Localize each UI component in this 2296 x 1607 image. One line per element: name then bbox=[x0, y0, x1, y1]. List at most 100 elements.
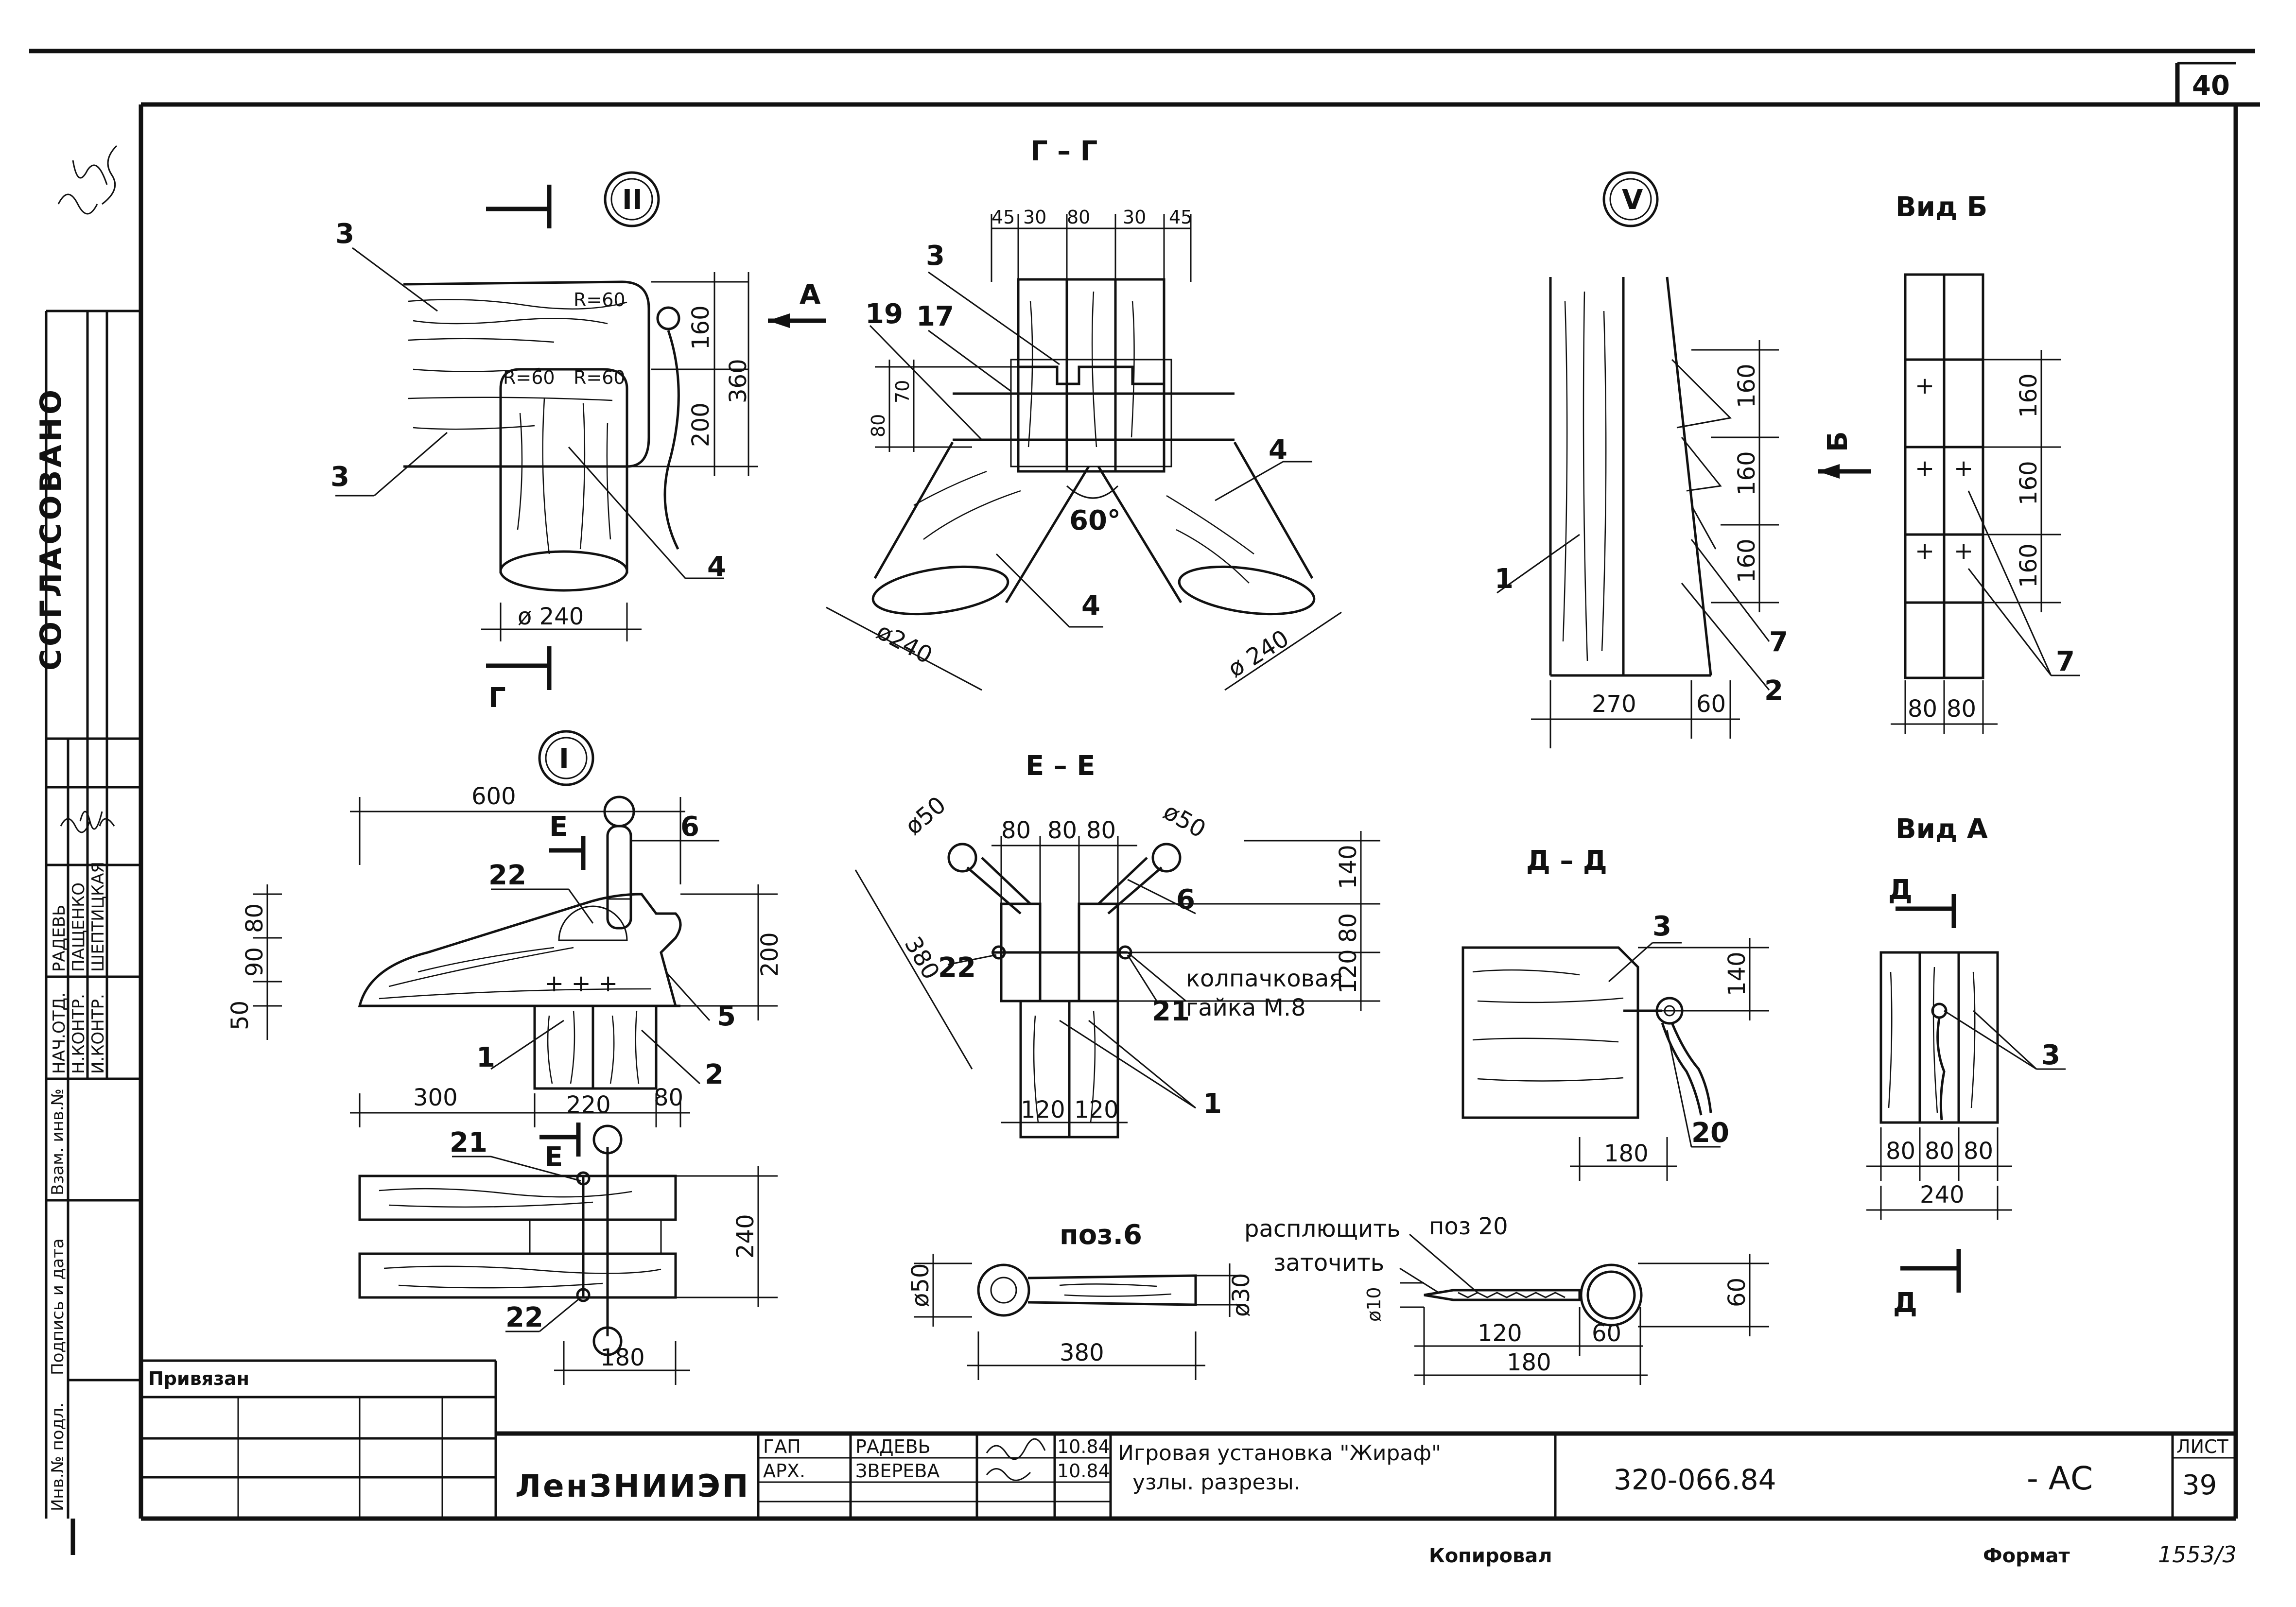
svg-text:+: + bbox=[1954, 537, 1973, 565]
dim-180: 180 bbox=[1604, 1140, 1649, 1167]
stamp-name-2: ПАЩЕНКО bbox=[69, 882, 88, 972]
pos-6-title: поз.6 bbox=[1060, 1219, 1142, 1251]
view-a-title: Вид А bbox=[1896, 813, 1988, 845]
strip-replaced-inv: Взам. инв.№ bbox=[48, 1089, 68, 1195]
node-5-view: V 160 160 160 270 60 Б 1 2 7 bbox=[1495, 171, 1871, 748]
dim-80-a: 80 bbox=[1886, 1138, 1915, 1165]
section-dd-view: Д – Д 140 180 3 20 bbox=[1461, 845, 1769, 1181]
dim-dia-50-a: ø50 bbox=[900, 791, 951, 840]
strip-signature-date: Подпись и дата bbox=[48, 1238, 68, 1375]
pos-1: 1 bbox=[476, 1042, 495, 1073]
dim-90-v: 90 bbox=[241, 947, 268, 977]
node-2-view: II Г R=60 R=60 R=60 160 360 200 ø 240 bbox=[330, 171, 826, 714]
node-1-mark: I bbox=[559, 743, 569, 775]
dim-200-v: 200 bbox=[756, 932, 783, 977]
svg-text:+: + bbox=[1954, 455, 1973, 482]
dim-80-a: 80 bbox=[1001, 817, 1031, 844]
strip-inv-no: Инв.№ подл. bbox=[48, 1402, 68, 1511]
arrow-e-label: Е bbox=[549, 811, 568, 843]
pos-3-a: 3 bbox=[335, 218, 354, 250]
pos-20: 20 bbox=[1691, 1117, 1729, 1149]
dim-80-v: 80 bbox=[241, 903, 268, 933]
dim-180: 180 bbox=[1507, 1349, 1551, 1376]
arrow-b-label: Б bbox=[1822, 431, 1854, 452]
pos-17: 17 bbox=[916, 301, 954, 332]
pos-6: 6 bbox=[1176, 884, 1195, 916]
view-b: Вид Б + + + + + 160 160 160 80 80 7 bbox=[1891, 191, 2080, 734]
dim-30-a: 30 bbox=[1023, 207, 1046, 228]
svg-text:+: + bbox=[1915, 455, 1934, 482]
sheet-frame: 40 bbox=[29, 49, 2260, 1521]
dim-dia-240-b: ø 240 bbox=[1223, 624, 1294, 683]
dim-160-a: 160 bbox=[1733, 363, 1760, 408]
dim-120-v: 120 bbox=[1335, 949, 1362, 994]
pos-5: 5 bbox=[717, 1001, 736, 1032]
dim-160: 160 bbox=[687, 305, 714, 350]
angle-60: 60° bbox=[1069, 505, 1121, 536]
section-dd-title: Д – Д bbox=[1526, 845, 1607, 877]
sig-name-2: ЗВЕРЕВА bbox=[855, 1460, 939, 1482]
pos-4-a: 4 bbox=[1081, 590, 1100, 622]
dim-220: 220 bbox=[566, 1091, 611, 1119]
dim-dia-30: ø30 bbox=[1228, 1273, 1255, 1317]
section-gg-view: Г – Г 60° 45 30 80 30 45 80 bbox=[826, 136, 1342, 691]
dim-360: 360 bbox=[725, 359, 752, 403]
stamp-name-1: РАДЕВЬ bbox=[50, 905, 69, 972]
arrow-a-label: А bbox=[800, 279, 821, 311]
dim-270: 270 bbox=[1592, 691, 1636, 718]
signatures bbox=[986, 1438, 1046, 1481]
dim-140: 140 bbox=[1335, 845, 1362, 889]
title-block: Привязан ЛенЗНИИЭП ГАП РАДЕВЬ 10.84 АРХ.… bbox=[70, 1359, 2237, 1568]
node-1-view: I 600 + + + Е 80 90 50 200 bbox=[226, 730, 783, 1127]
dim-dia-240-a: ø240 bbox=[872, 618, 937, 669]
pos-21: 21 bbox=[450, 1127, 487, 1158]
drawing-title-1: Игровая установка "Жираф" bbox=[1118, 1441, 1441, 1466]
document-suffix: - АС bbox=[2027, 1460, 2093, 1497]
dim-120-b: 120 bbox=[1074, 1096, 1119, 1123]
dim-160-c: 160 bbox=[1733, 538, 1760, 583]
stamp-name-3: ШЕПТИЦКАЯ bbox=[88, 862, 108, 972]
dim-140: 140 bbox=[1723, 951, 1751, 996]
sig-role-1: ГАП bbox=[763, 1436, 801, 1457]
section-ee-title: Е – Е bbox=[1026, 750, 1096, 782]
node-2-mark: II bbox=[622, 184, 643, 216]
view-b-title: Вид Б bbox=[1896, 191, 1987, 223]
pos-4-b: 4 bbox=[1269, 434, 1287, 466]
sig-role-2: АРХ. bbox=[763, 1460, 805, 1482]
dim-80-c: 80 bbox=[1086, 817, 1116, 844]
drawing-title-2: узлы. разрезы. bbox=[1132, 1470, 1301, 1495]
sig-date-2: 10.84 bbox=[1057, 1460, 1110, 1482]
dim-45-b: 45 bbox=[1169, 207, 1192, 228]
dim-dia-50: ø50 bbox=[907, 1263, 934, 1307]
pos-22: 22 bbox=[938, 952, 976, 984]
pos-7: 7 bbox=[2056, 646, 2075, 677]
pos-3-b: 3 bbox=[330, 461, 349, 493]
dim-30-b: 30 bbox=[1123, 207, 1146, 228]
dim-80-h: 80 bbox=[654, 1084, 683, 1111]
format-label: Формат bbox=[1983, 1545, 2070, 1567]
arrow-d-bottom: Д bbox=[1893, 1287, 1917, 1319]
dim-60-v: 60 bbox=[1723, 1278, 1751, 1307]
organization-name: ЛенЗНИИЭП bbox=[515, 1469, 750, 1504]
inventory-mark: 1553/3 bbox=[2158, 1541, 2237, 1568]
dim-r60-b: R=60 bbox=[503, 367, 555, 388]
svg-text:+: + bbox=[1915, 372, 1934, 399]
arrow-e-label: Е bbox=[544, 1141, 563, 1173]
pos-6-detail: поз.6 ø50 ø30 380 bbox=[907, 1219, 1255, 1380]
nut-note-2: гайка М.8 bbox=[1186, 994, 1306, 1021]
dim-dia-240: ø 240 bbox=[518, 603, 584, 630]
dim-r60-c: R=60 bbox=[574, 367, 626, 388]
node-5-mark: V bbox=[1622, 184, 1643, 216]
bound-label: Привязан bbox=[148, 1368, 249, 1389]
sig-date-1: 10.84 bbox=[1057, 1436, 1110, 1457]
dim-80-b: 80 bbox=[1925, 1138, 1954, 1165]
left-stamp-strip: СОГЛАСОВАНО НАЧ.ОТД. Н.КОНТР. И.КОНТР. Р… bbox=[34, 145, 141, 1519]
pos-2: 2 bbox=[1764, 675, 1783, 707]
dim-80-v: 80 bbox=[868, 414, 889, 437]
dim-160-c: 160 bbox=[2015, 543, 2042, 588]
pos-1: 1 bbox=[1495, 563, 1513, 595]
dim-60-h: 60 bbox=[1592, 1320, 1621, 1347]
nut-note-1: колпачковая bbox=[1186, 965, 1343, 992]
dim-160-b: 160 bbox=[1733, 451, 1760, 496]
